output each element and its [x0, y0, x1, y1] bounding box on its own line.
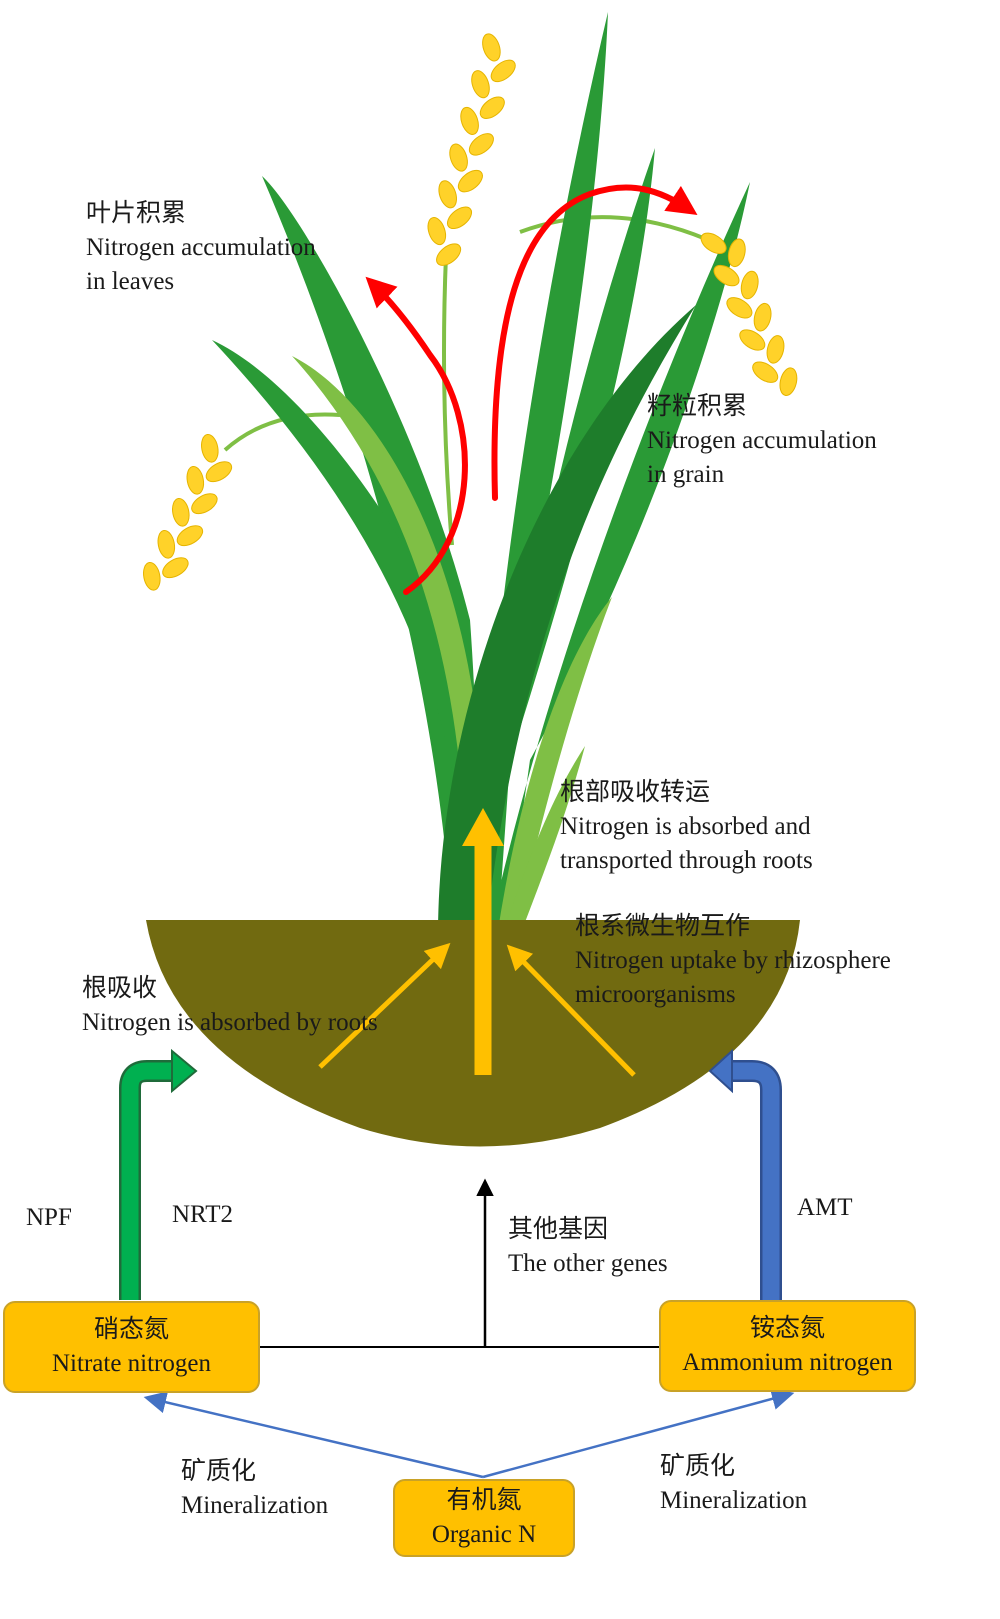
right-panicle-grain	[766, 335, 785, 364]
top-panicle-grain	[490, 59, 516, 83]
mineralization-left-arrow	[143, 1391, 484, 1479]
nitrate-nitrogen-en: Nitrate nitrogen	[52, 1350, 211, 1377]
organic-n-en: Organic N	[431, 1521, 537, 1548]
top-panicle-grain	[471, 70, 490, 99]
left-panicle-grain	[205, 461, 233, 483]
grain-accumulation-arrow	[491, 184, 698, 501]
left-panicle-grain	[176, 525, 204, 547]
top-panicle-grain	[436, 243, 462, 266]
right-panicle-grain	[752, 361, 779, 383]
left-panicle-grain	[157, 529, 176, 559]
nrt2-label: NRT2	[172, 1201, 233, 1228]
right-panicle-grain	[700, 232, 727, 254]
top-panicle-grain	[482, 33, 501, 62]
nitrate-uptake-arrowhead	[171, 1048, 198, 1094]
nitrate-uptake-arrow	[121, 1062, 174, 1300]
top-panicle-grain	[438, 180, 457, 209]
mineralization-right-arrow	[482, 1387, 795, 1479]
nitrate-nitrogen-zh: 硝态氮	[93, 1316, 169, 1343]
left-panicle-grain	[191, 493, 218, 515]
amt-label: AMT	[797, 1194, 853, 1221]
left-panicle-grain	[201, 433, 219, 463]
top-panicle-grain	[479, 96, 505, 119]
top-panicle-grain	[460, 106, 479, 135]
right-panicle-grain	[739, 329, 766, 351]
ammonium-uptake-arrowhead	[708, 1048, 733, 1094]
left-panicle-grain	[186, 465, 205, 495]
top-panicle-grain	[449, 143, 468, 172]
ammonium-nitrogen-box: 铵态氮 Ammonium nitrogen	[659, 1300, 916, 1392]
left-panicle-grain	[143, 561, 161, 591]
right-uptake-arrow	[506, 944, 636, 1077]
soil-bowl	[146, 920, 800, 1147]
organic-n-box: 有机氮 Organic N	[393, 1479, 575, 1557]
rice-leaves	[212, 12, 750, 930]
npf-label: NPF	[26, 1204, 72, 1231]
left-uptake-arrow	[318, 942, 451, 1069]
root-transport-arrowhead	[462, 808, 504, 846]
right-panicle-grain	[713, 264, 740, 287]
ammonium-nitrogen-zh: 铵态氮	[749, 1315, 825, 1342]
right-panicle-grain	[753, 302, 772, 332]
left-panicle-grain	[162, 557, 189, 579]
leaf-accumulation-arrow	[365, 276, 468, 595]
nitrate-nitrogen-box: 硝态氮 Nitrate nitrogen	[3, 1301, 260, 1393]
right-panicle-grain	[779, 367, 798, 396]
ammonium-nitrogen-en: Ammonium nitrogen	[682, 1349, 893, 1376]
right-panicle-grain	[726, 297, 753, 319]
ammonium-uptake-arrow	[730, 1062, 780, 1302]
grain-clusters	[143, 33, 798, 591]
top-panicle-grain	[457, 169, 483, 193]
right-panicle-grain	[740, 270, 759, 300]
right-panicle-grain	[727, 238, 746, 268]
top-panicle-grain	[468, 133, 494, 156]
left-panicle-grain	[172, 497, 190, 527]
top-panicle-grain	[446, 206, 473, 230]
top-panicle-grain	[427, 217, 447, 246]
organic-n-zh: 有机氮	[446, 1487, 522, 1514]
